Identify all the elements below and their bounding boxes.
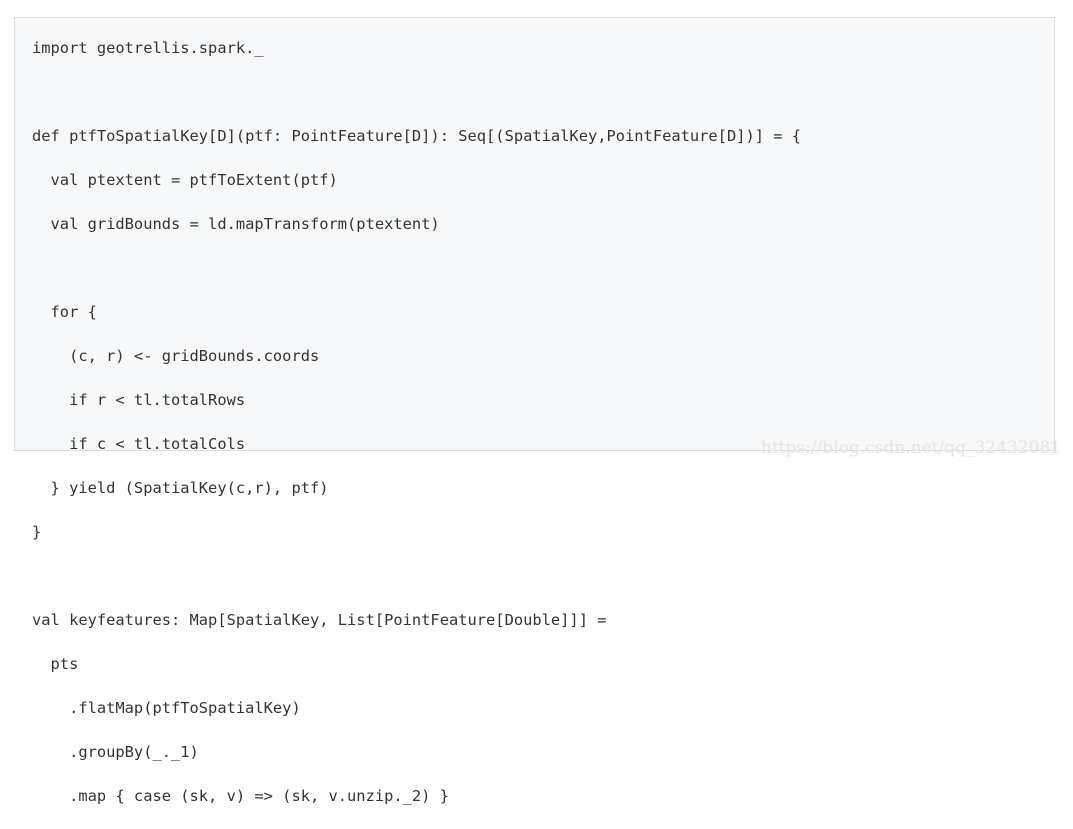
code-line [32, 81, 801, 103]
code-line: } yield (SpatialKey(c,r), ptf) [32, 479, 329, 497]
code-line: (c, r) <- gridBounds.coords [32, 347, 320, 365]
code-line: if r < tl.totalRows [32, 391, 246, 409]
code-line: import geotrellis.spark._ [32, 39, 264, 57]
code-line: .flatMap(ptfToSpatialKey) [32, 699, 301, 717]
code-line: val keyfeatures: Map[SpatialKey, List[Po… [32, 611, 607, 629]
code-line: val gridBounds = ld.mapTransform(ptexten… [32, 215, 440, 233]
code-line [32, 257, 801, 279]
code-line: for { [32, 303, 97, 321]
code-line: .map { case (sk, v) => (sk, v.unzip._2) … [32, 787, 449, 805]
code-line: if c < tl.totalCols [32, 435, 246, 453]
code-text: import geotrellis.spark._ def ptfToSpati… [32, 37, 801, 829]
code-line: val ptextent = ptfToExtent(ptf) [32, 171, 338, 189]
code-line: .groupBy(_._1) [32, 743, 199, 761]
code-line: def ptfToSpatialKey[D](ptf: PointFeature… [32, 127, 802, 145]
watermark: https://blog.csdn.net/qq_32432081 [760, 438, 1061, 458]
code-line: } [32, 523, 42, 541]
code-line: pts [32, 655, 79, 673]
code-block [14, 17, 1055, 451]
code-line [32, 565, 801, 587]
